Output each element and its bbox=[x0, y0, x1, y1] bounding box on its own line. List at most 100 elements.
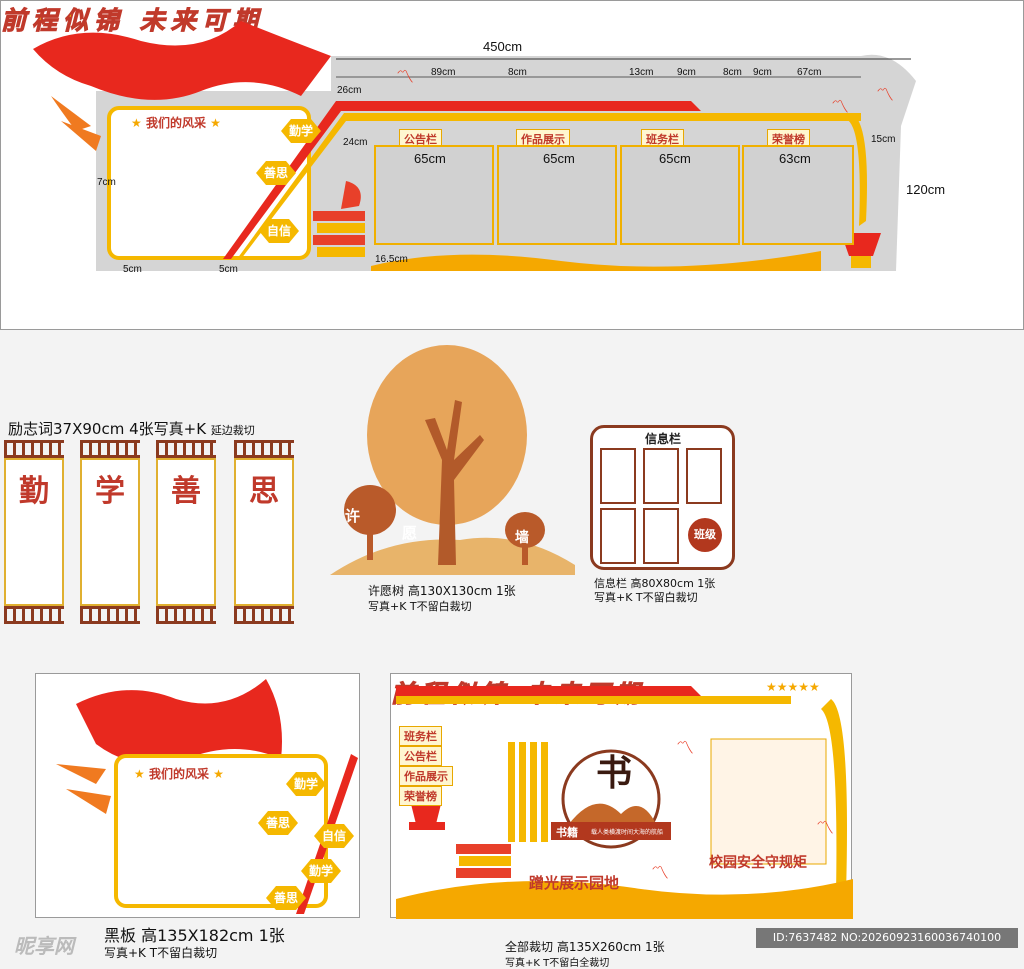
full-wall-caption: 全部裁切 高135X260cm 1张 bbox=[505, 940, 665, 954]
top-design-panel: 450cm 120cm 89cm 8cm 13cm 9cm 8cm 9cm 67… bbox=[0, 0, 1024, 330]
slot-width-3: 65cm bbox=[659, 151, 691, 166]
dim-8b: 8cm bbox=[723, 67, 742, 78]
dim-165: 16.5cm bbox=[375, 254, 408, 265]
top-section-label-text: 我们的风采 bbox=[145, 116, 206, 130]
info-board: 信息栏 班级 bbox=[590, 425, 735, 570]
dim-9b: 9cm bbox=[753, 67, 772, 78]
safety-title: 校园安全守规矩 bbox=[709, 855, 807, 871]
lattice-decor bbox=[156, 606, 216, 624]
lattice-decor bbox=[4, 606, 64, 624]
motto-char: 善 bbox=[171, 474, 201, 509]
lattice-decor bbox=[234, 606, 294, 624]
info-caption-2: 写真+K T不留白裁切 bbox=[594, 591, 698, 604]
garden-title: 蹭光展示园地 bbox=[529, 874, 620, 892]
board-slot bbox=[620, 145, 740, 245]
class-badge: 班级 bbox=[688, 518, 722, 552]
wish-word-2: 愿 bbox=[402, 524, 418, 542]
wish-tree-graphic bbox=[330, 345, 575, 575]
bird-icon: 〽 bbox=[816, 818, 834, 839]
full-wall-panel: 前程似锦 未来可期 班务栏 公告栏 作品展示 荣誉榜 书 书籍 载人类横渡时间大… bbox=[390, 673, 853, 919]
dim-total-width: 450cm bbox=[483, 39, 523, 54]
info-cell bbox=[600, 508, 636, 564]
blackboard-design-panel: ★ 我们的风采 ★ 勤学 善思 自信 勤学 善思 bbox=[35, 673, 360, 918]
bird-icon: 〽 bbox=[876, 85, 894, 106]
blackboard-section-label-text: 我们的风采 bbox=[148, 767, 209, 781]
info-cell bbox=[643, 508, 679, 564]
lattice-decor bbox=[156, 440, 216, 458]
full-wall-caption-2: 写真+K T不留白全裁切 bbox=[505, 958, 610, 969]
dim-8a: 8cm bbox=[508, 67, 527, 78]
star-icon: ★★★★★ bbox=[766, 680, 820, 694]
side-tag: 作品展示 bbox=[399, 766, 453, 786]
book-sub: 载人类横渡时间大海的航船 bbox=[591, 829, 664, 836]
scroll-body: 勤 bbox=[4, 458, 64, 606]
motto-scroll-1: 勤 bbox=[4, 440, 64, 624]
motto-scroll-3: 善 bbox=[156, 440, 216, 624]
motto-caption: 励志词37X90cm 4张写真+K 延边裁切 bbox=[8, 418, 255, 439]
lattice-decor bbox=[80, 606, 140, 624]
dim-height: 120cm bbox=[906, 182, 946, 197]
wish-word-3: 墙 bbox=[515, 530, 529, 546]
watermark-id: ID:7637482 NO:20260923160036740100 bbox=[756, 928, 1018, 948]
board-slot bbox=[742, 145, 854, 245]
dim-7: 7cm bbox=[97, 177, 116, 188]
blackboard-caption: 黑板 高135X182cm 1张 bbox=[104, 926, 285, 945]
board-slot bbox=[374, 145, 494, 245]
book-char: 书 bbox=[596, 752, 633, 794]
bird-icon: 〽 bbox=[676, 738, 694, 759]
slot-width-1: 65cm bbox=[414, 151, 446, 166]
slot-width-4: 63cm bbox=[779, 151, 811, 166]
motto-caption-text: 励志词37X90cm 4张写真+K bbox=[8, 420, 207, 438]
wish-word-1: 许 bbox=[345, 507, 361, 525]
dim-5a: 5cm bbox=[123, 264, 142, 275]
full-wall-graphic bbox=[396, 686, 853, 919]
scroll-body: 学 bbox=[80, 458, 140, 606]
bird-icon: 〽 bbox=[651, 863, 669, 884]
star-icon: ★ bbox=[210, 116, 221, 130]
lattice-decor bbox=[4, 440, 64, 458]
motto-scroll-4: 思 bbox=[234, 440, 294, 624]
dim-15: 15cm bbox=[871, 134, 896, 145]
dim-24: 24cm bbox=[343, 137, 368, 148]
bird-icon: 〽 bbox=[396, 67, 414, 88]
dim-9: 9cm bbox=[677, 67, 696, 78]
info-cell bbox=[643, 448, 679, 504]
info-cell bbox=[600, 448, 636, 504]
motto-scroll-2: 学 bbox=[80, 440, 140, 624]
slot-width-2: 65cm bbox=[543, 151, 575, 166]
dim-89: 89cm bbox=[431, 67, 456, 78]
dim-67: 67cm bbox=[797, 67, 822, 78]
tree-caption: 许愿树 高130X130cm 1张 bbox=[368, 584, 516, 598]
tree-caption-2: 写真+K T不留白裁切 bbox=[368, 600, 472, 613]
side-tag: 班务栏 bbox=[399, 726, 442, 746]
side-tag: 公告栏 bbox=[399, 746, 442, 766]
red-flag-shape bbox=[33, 21, 331, 100]
scroll-body: 善 bbox=[156, 458, 216, 606]
top-section-label: ★ 我们的风采 ★ bbox=[131, 114, 221, 131]
motto-char: 勤 bbox=[19, 474, 49, 509]
dim-13: 13cm bbox=[629, 67, 654, 78]
info-cell bbox=[686, 448, 722, 504]
info-caption: 信息栏 高80X80cm 1张 bbox=[594, 577, 716, 590]
side-tag: 荣誉榜 bbox=[399, 786, 442, 806]
top-banner-title: 前程似锦 未来可期 bbox=[1, 6, 264, 36]
bird-icon: 〽 bbox=[831, 97, 849, 118]
blackboard-section-label: ★ 我们的风采 ★ bbox=[134, 765, 224, 782]
lattice-decor bbox=[234, 440, 294, 458]
board-slot bbox=[497, 145, 617, 245]
star-icon: ★ bbox=[213, 767, 224, 781]
watermark-logo: 昵享网 bbox=[14, 934, 74, 958]
slot-tag-announcement: 公告栏 bbox=[399, 129, 442, 149]
scroll-body: 思 bbox=[234, 458, 294, 606]
motto-char: 思 bbox=[249, 474, 279, 509]
motto-char: 学 bbox=[95, 474, 125, 509]
star-icon: ★ bbox=[131, 116, 142, 130]
book-label: 书籍 bbox=[556, 826, 578, 839]
info-board-title: 信息栏 bbox=[645, 432, 682, 446]
star-icon: ★ bbox=[134, 767, 145, 781]
dim-26: 26cm bbox=[337, 85, 362, 96]
slot-tag-works: 作品展示 bbox=[516, 129, 570, 149]
dim-5b: 5cm bbox=[219, 264, 238, 275]
blackboard-caption-2: 写真+K T不留白裁切 bbox=[104, 946, 218, 960]
lattice-decor bbox=[80, 440, 140, 458]
